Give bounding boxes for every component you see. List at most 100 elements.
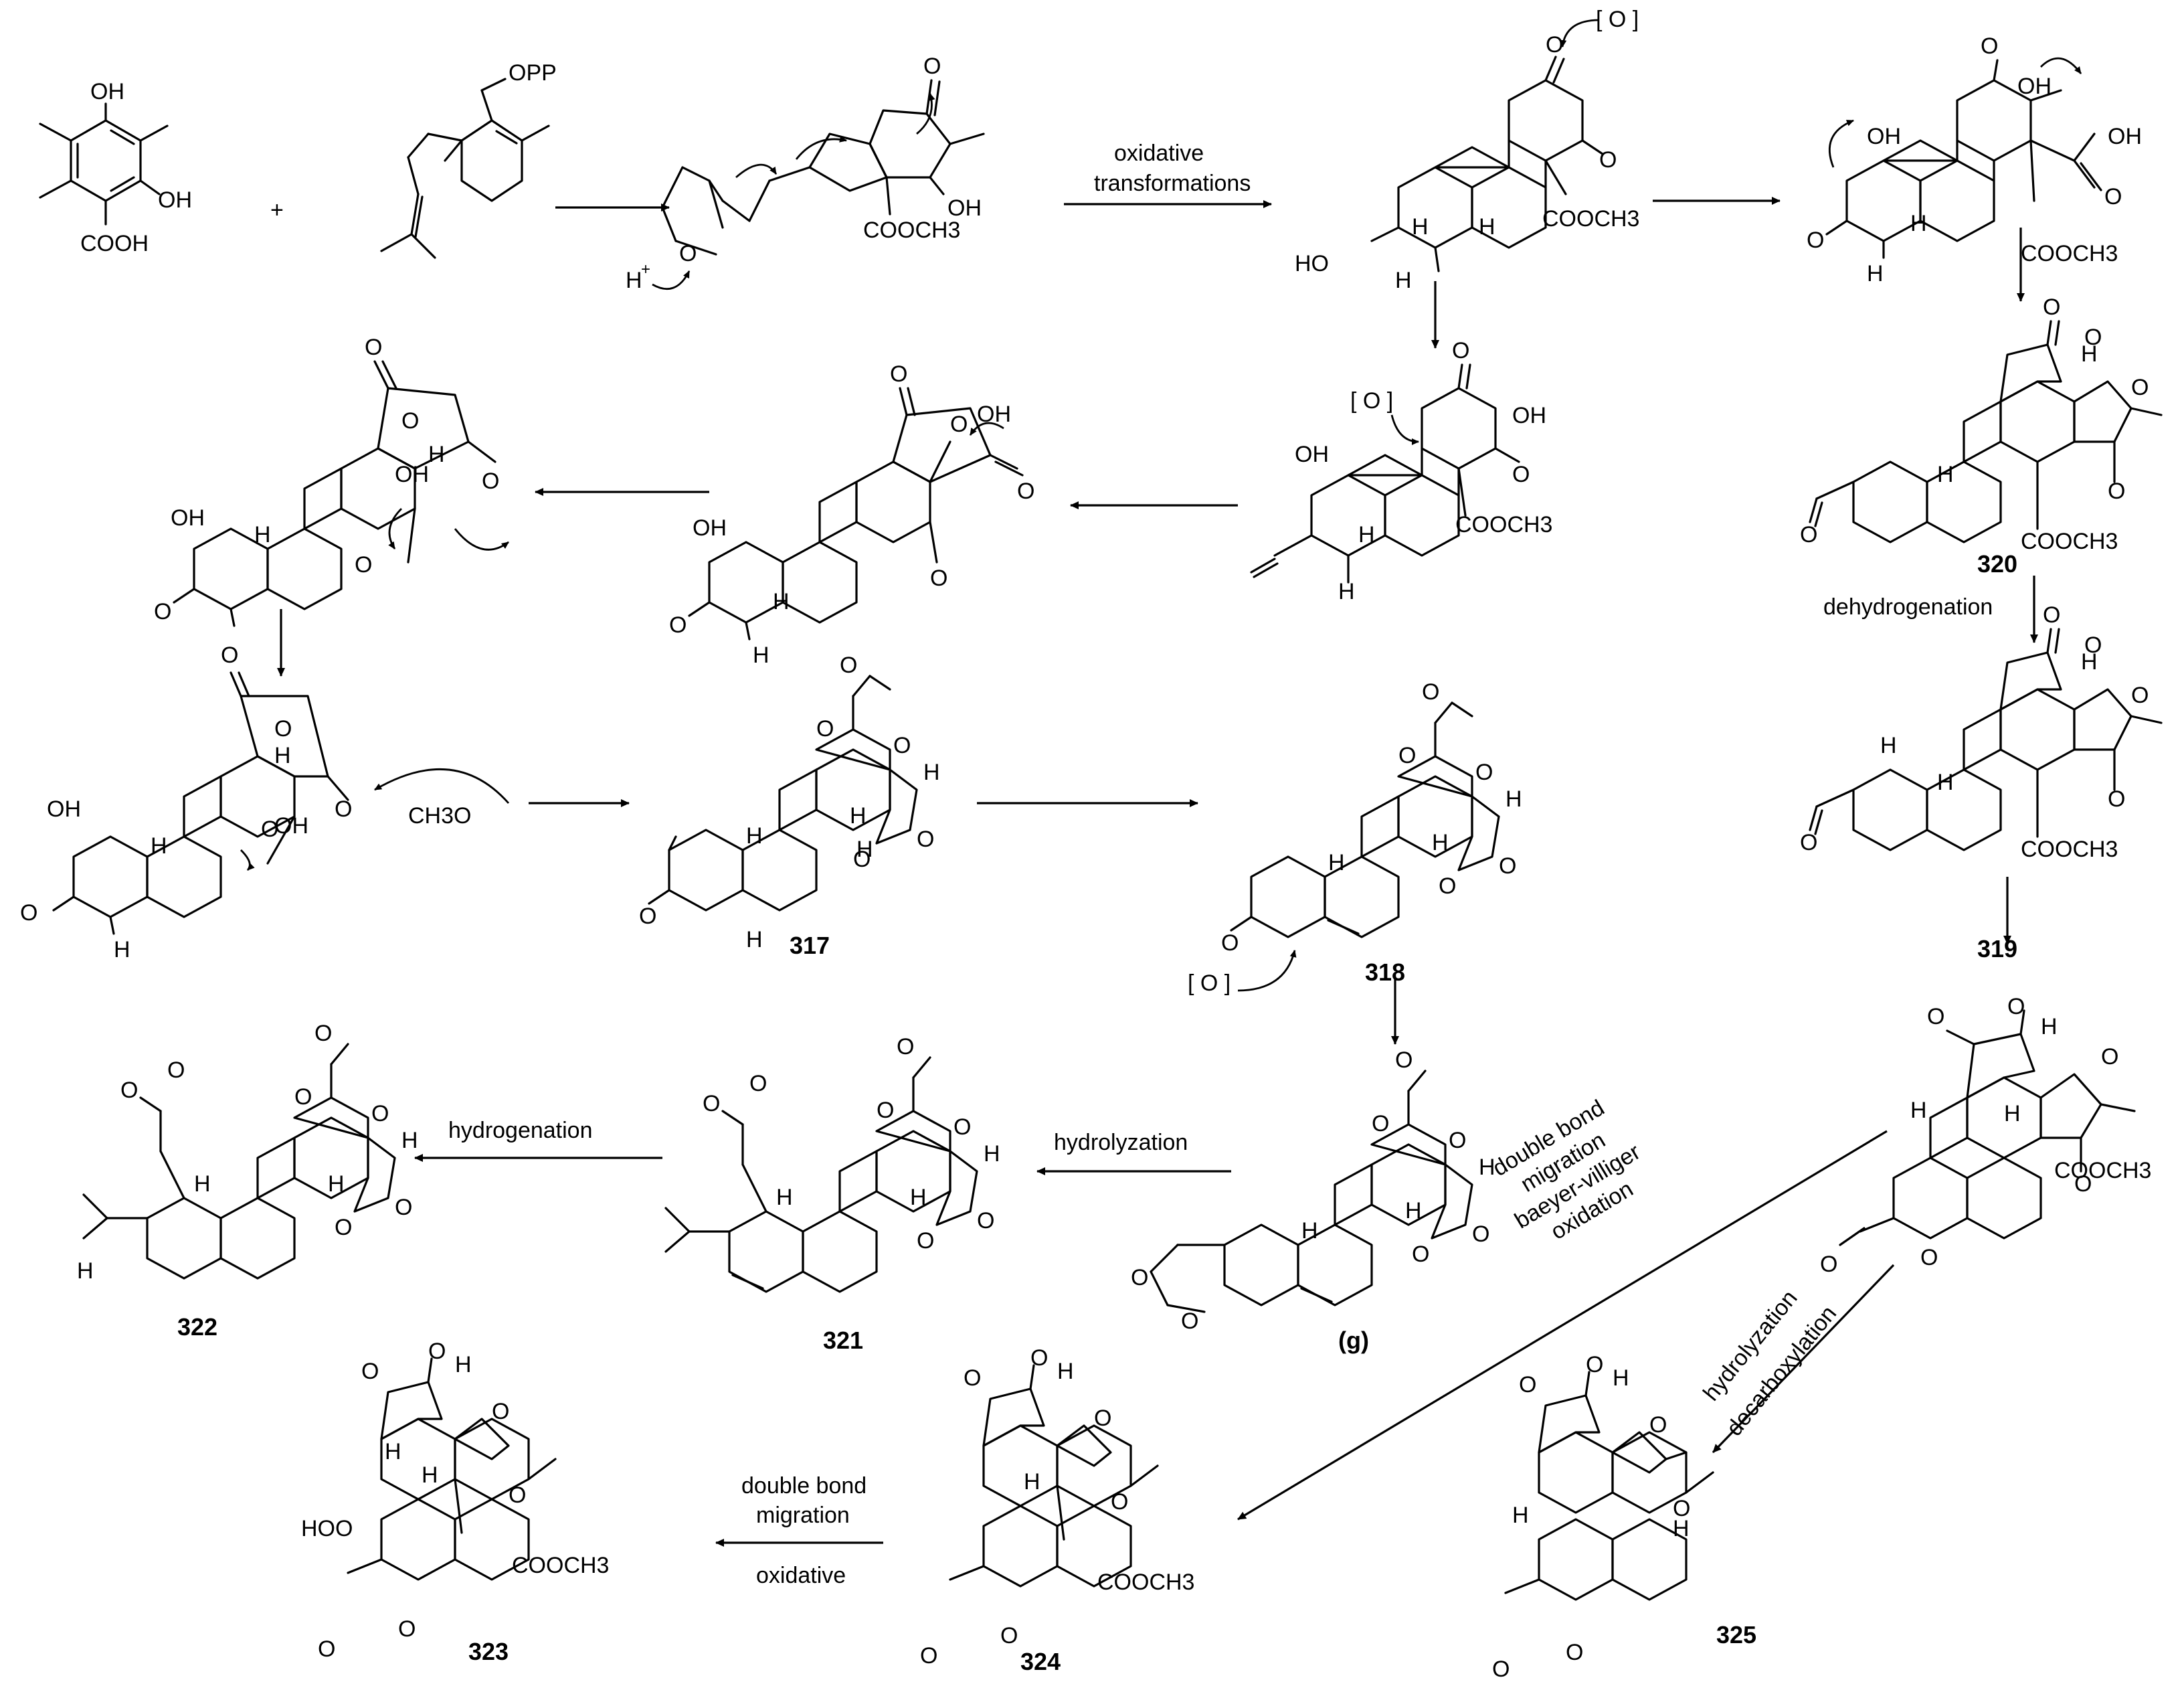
ho-label: HO bbox=[1295, 251, 1329, 276]
o-label: O bbox=[2101, 1044, 2118, 1070]
condition-label: migration bbox=[756, 1503, 850, 1528]
o-label: O bbox=[1981, 33, 1998, 59]
o-label: O bbox=[509, 1483, 526, 1508]
o-label: O bbox=[398, 1616, 416, 1642]
cooch3-label: COOCH3 bbox=[512, 1553, 609, 1578]
o-label: O bbox=[1546, 32, 1563, 58]
h-label: H bbox=[856, 837, 873, 862]
h-label: H bbox=[1937, 462, 1954, 487]
o-label: O bbox=[950, 412, 968, 437]
carboxylic-acid-intermediate: O O H O O OH OH O H H CH3O bbox=[20, 643, 510, 962]
o-label: O bbox=[221, 643, 238, 668]
hoo-label: HOO bbox=[301, 1516, 353, 1541]
plus-sign: + bbox=[270, 197, 284, 223]
h-label: H bbox=[746, 927, 763, 952]
cooch3-label: COOCH3 bbox=[2021, 241, 2118, 266]
h-label: H bbox=[1057, 1359, 1074, 1384]
h-label: H bbox=[328, 1171, 345, 1197]
o-label: O bbox=[2104, 184, 2122, 209]
o-label: O bbox=[1475, 760, 1493, 785]
h-label: H bbox=[254, 522, 271, 547]
h-label: H bbox=[1880, 733, 1897, 758]
o-label: O bbox=[314, 1021, 332, 1046]
h-label: H bbox=[77, 1258, 94, 1284]
o-label: O bbox=[335, 796, 352, 822]
o-label: O bbox=[355, 552, 372, 578]
oh-label: OH bbox=[1512, 403, 1546, 428]
o-label: O bbox=[2007, 994, 2025, 1019]
o-label: O bbox=[1927, 1004, 1944, 1029]
o-label: O bbox=[1094, 1406, 1111, 1431]
h-label: H bbox=[151, 833, 167, 859]
o-label: O bbox=[1599, 147, 1617, 173]
h-label: H bbox=[2081, 649, 2098, 675]
methoxide-label: CH3O bbox=[408, 803, 471, 829]
plus-superscript: + bbox=[641, 260, 650, 278]
o-label: O bbox=[1412, 1242, 1429, 1267]
compound-label-323: 323 bbox=[468, 1638, 509, 1665]
o-label: O bbox=[1439, 873, 1456, 899]
condition-label: dehydrogenation bbox=[1823, 594, 1993, 620]
o-label: O bbox=[1017, 479, 1034, 504]
o-label: O bbox=[897, 1034, 914, 1060]
o-label: O bbox=[964, 1365, 981, 1391]
h-label: H bbox=[1024, 1469, 1040, 1495]
o-label: O bbox=[318, 1636, 335, 1662]
lactone-intermediate: O O H O O COOCH3 O O H H bbox=[1820, 994, 2151, 1277]
compound-317: O O O H O O O H H H H 317 bbox=[639, 653, 940, 959]
cooch3-label: COOCH3 bbox=[2054, 1158, 2151, 1183]
compound-label-319: 319 bbox=[1977, 935, 2017, 962]
compound-321: O O O H O O O O H H 321 bbox=[664, 1034, 1000, 1354]
h-label: H bbox=[401, 1128, 418, 1153]
o-label: O bbox=[1111, 1489, 1128, 1515]
o-label: O bbox=[2043, 294, 2060, 320]
o-label: O bbox=[2108, 479, 2125, 504]
cooch3-label: COOCH3 bbox=[1542, 206, 1639, 232]
o-label: O bbox=[20, 900, 37, 926]
o-label: O bbox=[274, 716, 292, 742]
oh-label: OH bbox=[171, 505, 205, 531]
o-label: O bbox=[893, 733, 911, 758]
compound-label-318: 318 bbox=[1365, 958, 1405, 986]
cooch3-label: COOCH3 bbox=[2021, 837, 2118, 862]
o-label: O bbox=[1372, 1111, 1389, 1136]
oh-label: OH bbox=[47, 796, 81, 822]
reaction-arrow bbox=[1712, 1264, 1895, 1454]
reaction-arrow bbox=[1237, 1130, 1888, 1521]
h-label: H bbox=[753, 643, 769, 668]
o-label: O bbox=[2074, 1171, 2092, 1197]
oxidant-label: [ O ] bbox=[1188, 970, 1231, 996]
oh-label: OH bbox=[2017, 74, 2052, 99]
condition-label: double bond bbox=[741, 1473, 867, 1499]
o-label: O bbox=[1820, 1252, 1837, 1277]
cyclization-precursor: O OH COOCH3 O H + bbox=[626, 54, 985, 293]
o-label: O bbox=[261, 817, 278, 842]
cooch3-label: COOCH3 bbox=[863, 218, 960, 243]
prenyl-diphosphate: OPP bbox=[380, 60, 557, 259]
compound-319: O O H O O COOCH3 O H H 319 bbox=[1800, 602, 2163, 962]
oh-label: OH bbox=[395, 462, 429, 487]
h-label: H bbox=[1613, 1365, 1629, 1391]
o-label: O bbox=[335, 1215, 352, 1240]
o-label: O bbox=[428, 1339, 446, 1364]
h-label: H bbox=[1395, 268, 1412, 293]
h-label: H bbox=[1673, 1516, 1690, 1541]
o-label: O bbox=[1492, 1657, 1510, 1682]
condition-label: transformations bbox=[1094, 171, 1251, 196]
o-label: O bbox=[294, 1084, 312, 1110]
o-label: O bbox=[2131, 683, 2149, 708]
o-label: O bbox=[1131, 1265, 1148, 1290]
compound-label-317: 317 bbox=[790, 932, 830, 959]
h-label: H bbox=[1512, 1503, 1529, 1528]
compound-label-322: 322 bbox=[177, 1313, 217, 1341]
o-label: O bbox=[890, 361, 907, 387]
h-label: H bbox=[1405, 1198, 1422, 1223]
condition-label: oxidative bbox=[756, 1563, 846, 1588]
tetracyclic-intermediate: O O COOCH3 HO H H H [ O ] bbox=[1295, 7, 1639, 293]
o-label: O bbox=[1673, 1496, 1690, 1521]
oh-label: OH bbox=[1295, 442, 1329, 467]
compound-g: O O O H O O O O H H (g) bbox=[1131, 1047, 1495, 1354]
o-label: O bbox=[1512, 462, 1530, 487]
aldehyde-intermediate: O O OH O O OH O H H bbox=[669, 361, 1034, 668]
